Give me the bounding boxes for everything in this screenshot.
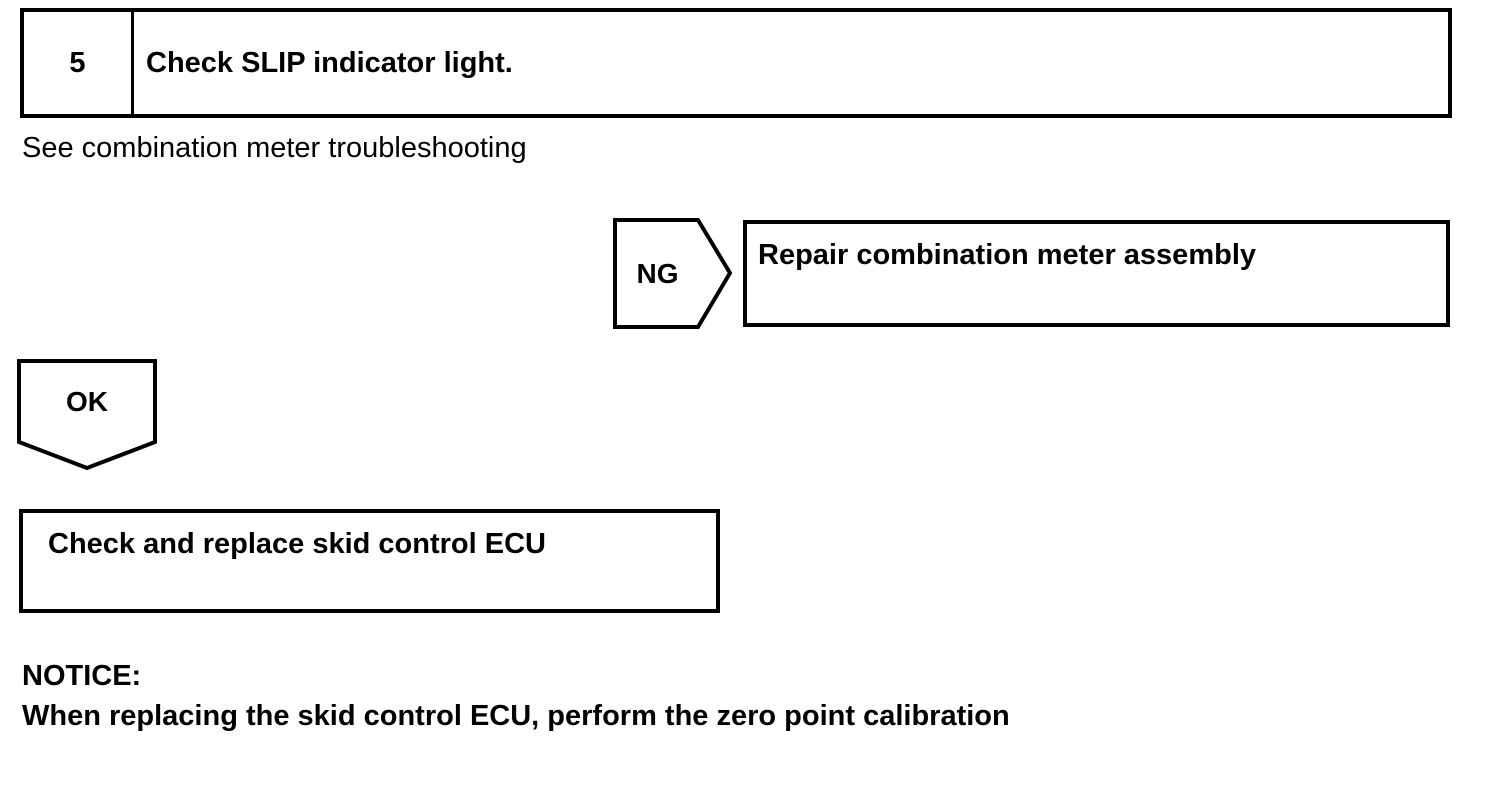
step-number: 5	[24, 12, 134, 114]
ok-connector-shape	[17, 359, 157, 470]
instruction-note: See combination meter troubleshooting	[22, 132, 527, 164]
ng-action-box: Repair combination meter assembly	[743, 220, 1450, 327]
notice-body: When replacing the skid control ECU, per…	[22, 700, 1010, 732]
step-header-box: 5 Check SLIP indicator light.	[20, 8, 1452, 118]
ng-connector-label: NG	[636, 257, 679, 289]
notice-block: NOTICE: When replacing the skid control …	[22, 656, 1010, 736]
notice-heading: NOTICE:	[22, 660, 142, 692]
ok-connector-label: OK	[66, 385, 108, 417]
step-title: Check SLIP indicator light.	[146, 46, 513, 79]
ok-action-box: Check and replace skid control ECU	[19, 509, 720, 613]
ng-connector-shape	[613, 218, 732, 329]
